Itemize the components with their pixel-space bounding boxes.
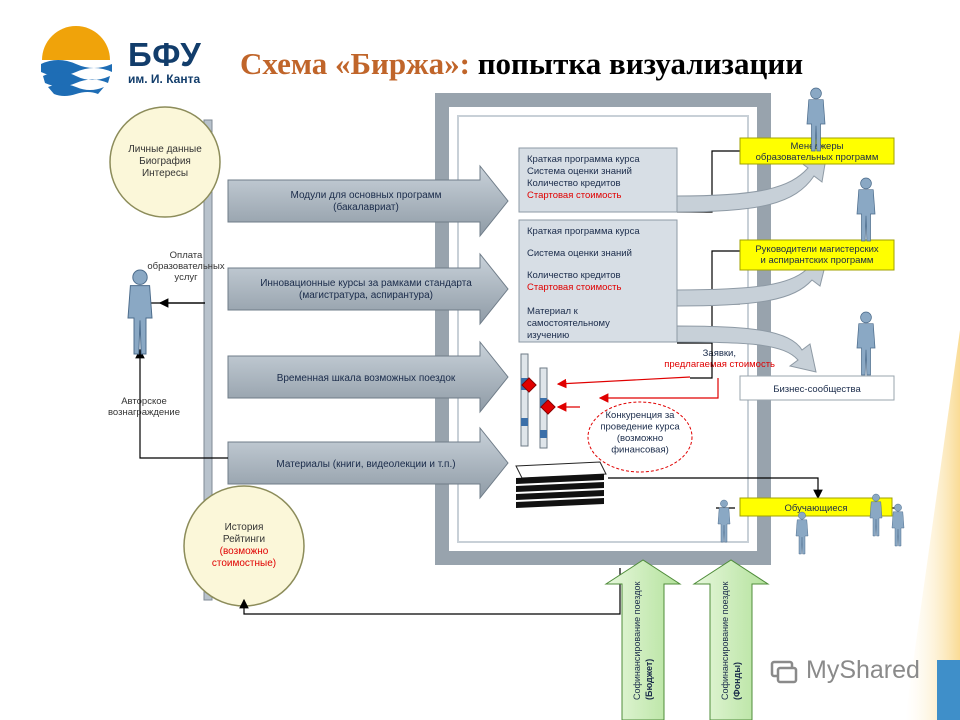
connector-lines: [135, 150, 900, 615]
cofinance-arrow-2: Софинансирование поездок(Фонды): [692, 559, 770, 720]
output-arrows: [676, 157, 827, 373]
learners-label: Обучающиеся: [784, 503, 847, 514]
person-learner-1: [717, 499, 731, 543]
title-rest: попытка визуализации: [469, 46, 804, 81]
timeline-bars: [520, 353, 556, 449]
personal-data-circle: [109, 106, 221, 218]
program-heads-box: [739, 239, 895, 271]
cofinance-label-1: Софинансирование поездок(Бюджет): [632, 582, 654, 700]
business-label: Бизнес-сообщества: [773, 384, 861, 395]
exchange-frame-outer: [435, 93, 771, 565]
cofinance-arrow-1: Софинансирование поездок(Бюджет): [604, 559, 682, 720]
flow-arrow-4-label: Материалы (книги, видеолекции и т.п.): [276, 459, 455, 470]
logo-name: БФУ: [128, 36, 202, 73]
flow-arrow-1: Модули для основных программ(бакалавриат…: [227, 164, 509, 238]
flow-arrow-2-label: Инновационные курсы за рамками стандарта…: [260, 278, 472, 301]
logo-subtitle: им. И. Канта: [128, 72, 201, 86]
flow-arrow-1-label: Модули для основных программ(бакалавриат…: [291, 190, 442, 213]
materials-stack: [515, 461, 607, 508]
competition-circle: [587, 401, 693, 473]
title-accent: Схема «Биржа»:: [240, 46, 470, 81]
person-learner-3: [869, 493, 883, 537]
person-business: [856, 311, 876, 376]
cofinance-label-2: Софинансирование поездок(Фонды): [720, 582, 742, 700]
person-left: [127, 269, 153, 355]
business-box: [739, 375, 895, 401]
person-managers: [806, 87, 826, 152]
learners-box: [739, 497, 893, 517]
watermark-icon: [770, 660, 798, 684]
flow-arrow-3-label: Временная шкала возможных поездок: [277, 373, 456, 384]
flow-arrow-2: Инновационные курсы за рамками стандарта…: [227, 252, 509, 326]
flow-arrow-4: Материалы (книги, видеолекции и т.п.): [227, 426, 509, 500]
page-title: Схема «Биржа»: попытка визуализации: [240, 46, 803, 82]
person-program-heads: [856, 177, 876, 242]
watermark-text: MyShared: [806, 656, 920, 684]
course-info-box-1: [518, 147, 678, 213]
competition-arrows: [556, 376, 719, 412]
flow-arrow-3: Временная шкала возможных поездок: [227, 340, 509, 414]
logo-emblem: [40, 26, 112, 100]
person-learner-2: [795, 511, 809, 555]
course-info-box-2: [518, 219, 678, 343]
vertical-divider-bar: [203, 119, 213, 601]
requests-label: Заявки,предлагаемая стоимость: [664, 348, 775, 370]
person-learner-4: [891, 503, 905, 547]
